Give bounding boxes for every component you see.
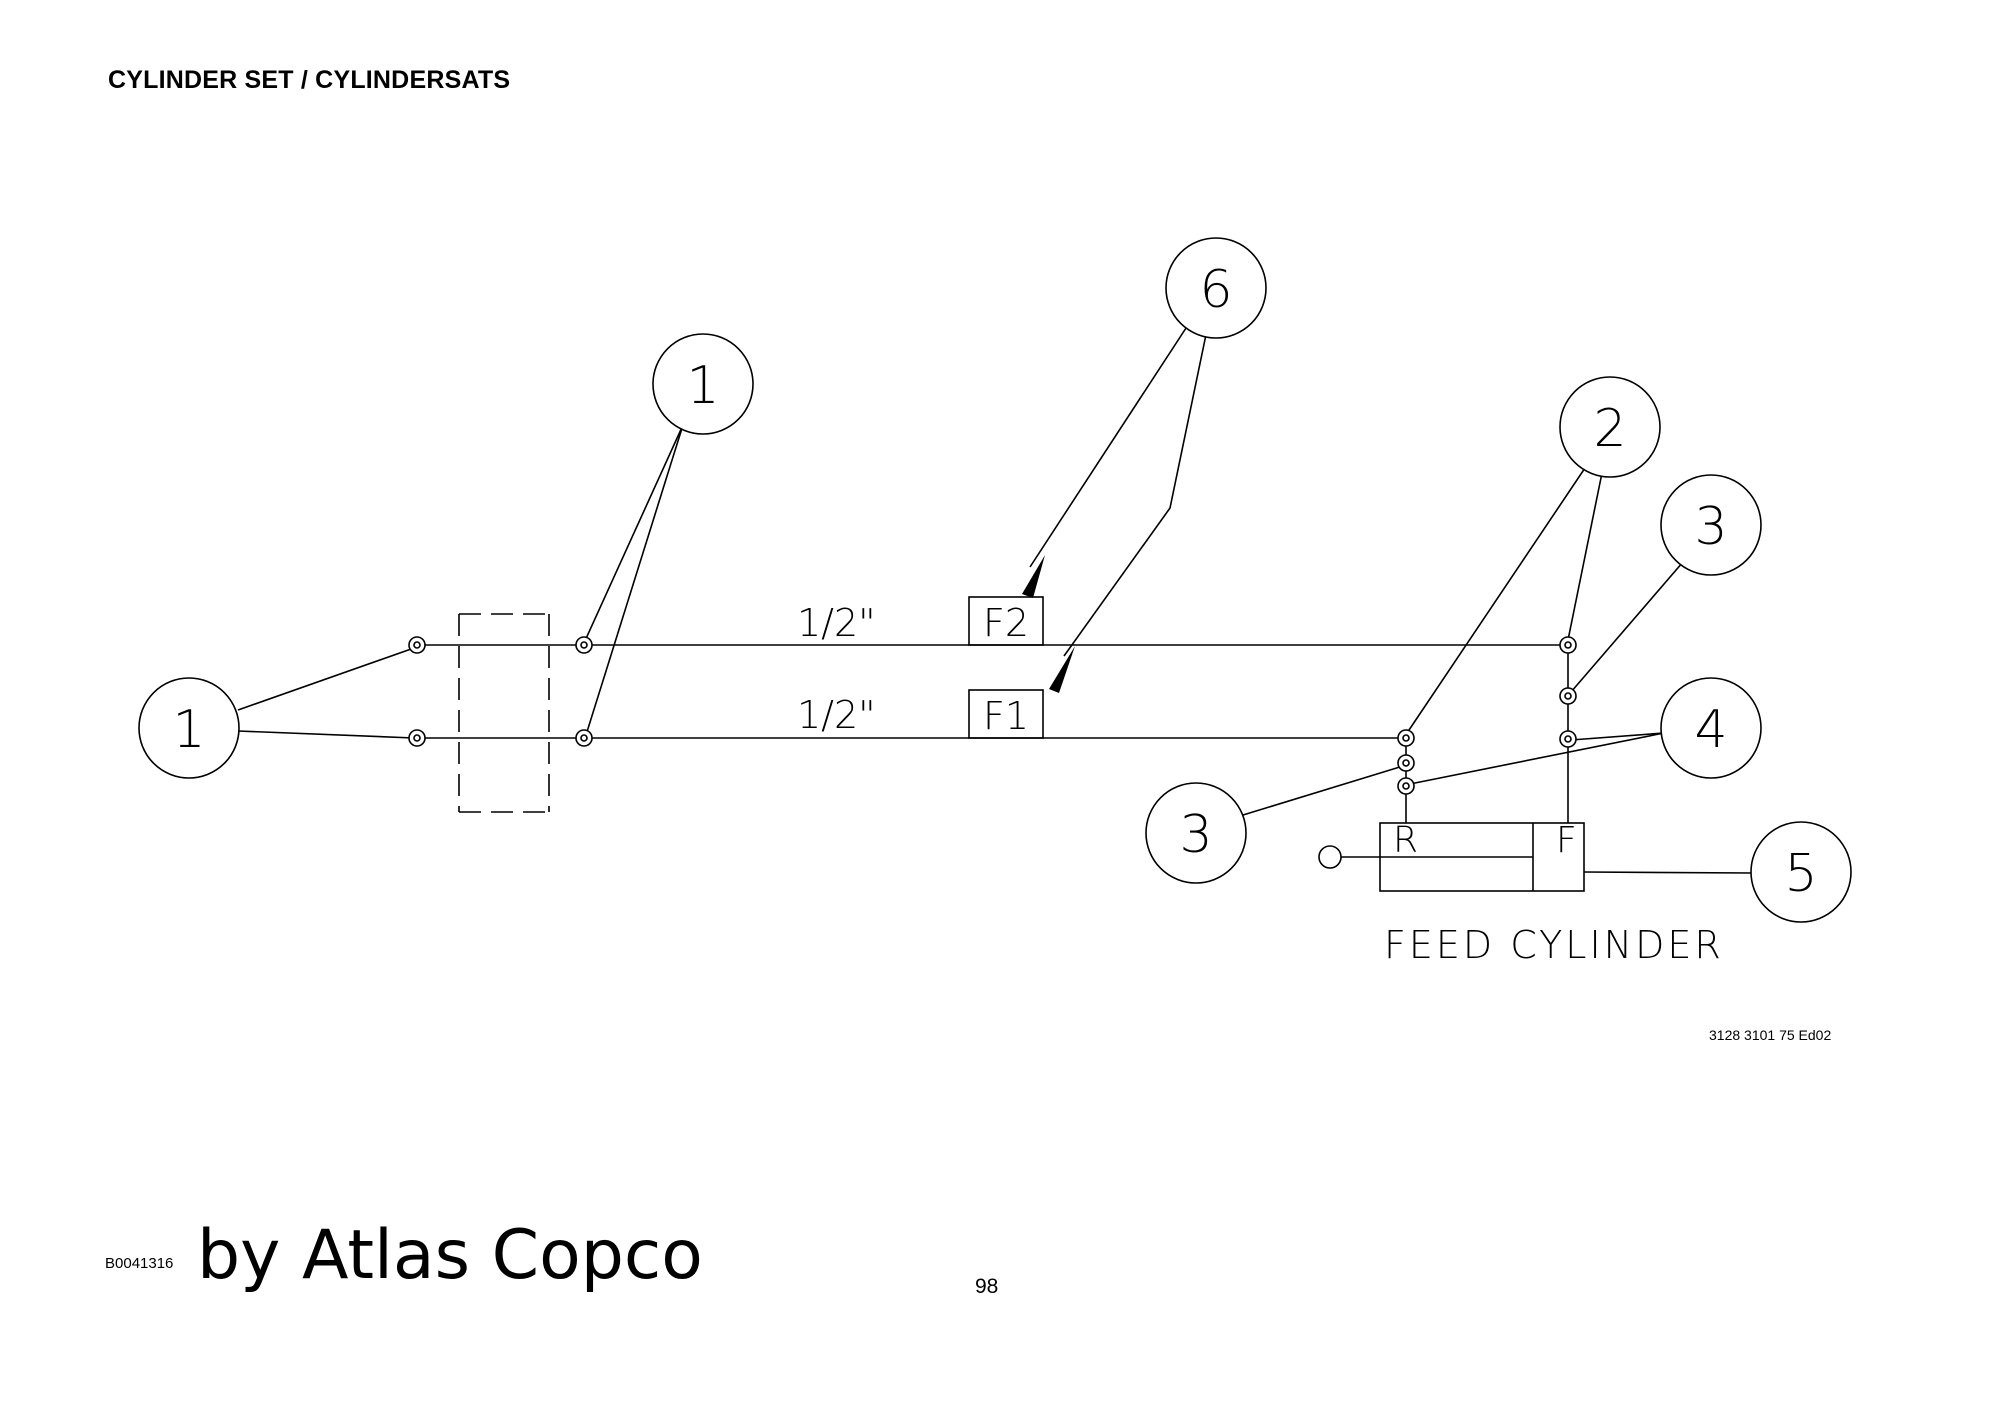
port-label-f: F bbox=[1556, 820, 1577, 861]
filter-label-f1: F1 bbox=[983, 694, 1029, 738]
page-number: 98 bbox=[975, 1275, 999, 1298]
callout-circle-1-top bbox=[652, 333, 754, 435]
callout-5: 5 bbox=[1784, 844, 1817, 904]
image-code: B0041316 bbox=[105, 1255, 174, 1272]
callout-circle-3-lower bbox=[1145, 782, 1247, 884]
port-label-r: R bbox=[1393, 820, 1418, 861]
filter-label-f2: F2 bbox=[983, 601, 1029, 645]
callout-1-top: 1 bbox=[686, 356, 719, 416]
pipe-size-upper: 1/2" bbox=[797, 601, 876, 645]
callout-circle-1-left bbox=[138, 677, 240, 779]
callout-circle-2 bbox=[1559, 376, 1661, 478]
callout-6: 6 bbox=[1199, 260, 1232, 320]
arrow-head-f1 bbox=[1049, 646, 1075, 693]
dashed-valve-frame bbox=[458, 613, 550, 813]
callout-circle-5 bbox=[1750, 821, 1852, 923]
hose-fittings bbox=[408, 636, 1577, 795]
callout-1-left: 1 bbox=[172, 700, 205, 760]
filter-box-f1 bbox=[968, 689, 1044, 739]
callout-3-lower: 3 bbox=[1179, 805, 1212, 865]
pipe-size-lower: 1/2" bbox=[797, 693, 876, 737]
arrow-head-f2 bbox=[1022, 555, 1045, 598]
document-number: 3128 3101 75 Ed02 bbox=[1709, 1027, 1832, 1043]
callout-3-upper: 3 bbox=[1694, 497, 1727, 557]
callout-2: 2 bbox=[1593, 399, 1626, 459]
page-title: CYLINDER SET / CYLINDERSATS bbox=[108, 66, 511, 94]
callout-circle-4 bbox=[1660, 677, 1762, 779]
callout-circle-3-upper bbox=[1660, 474, 1762, 576]
filter-box-f2 bbox=[968, 596, 1044, 646]
feed-cylinder-label: FEED CYLINDER bbox=[1384, 923, 1724, 967]
callout-4: 4 bbox=[1694, 700, 1727, 760]
cylinder-rod-end bbox=[1318, 845, 1342, 869]
callout-circle-6 bbox=[1165, 237, 1267, 339]
brand-text: by Atlas Copco bbox=[197, 1216, 703, 1295]
